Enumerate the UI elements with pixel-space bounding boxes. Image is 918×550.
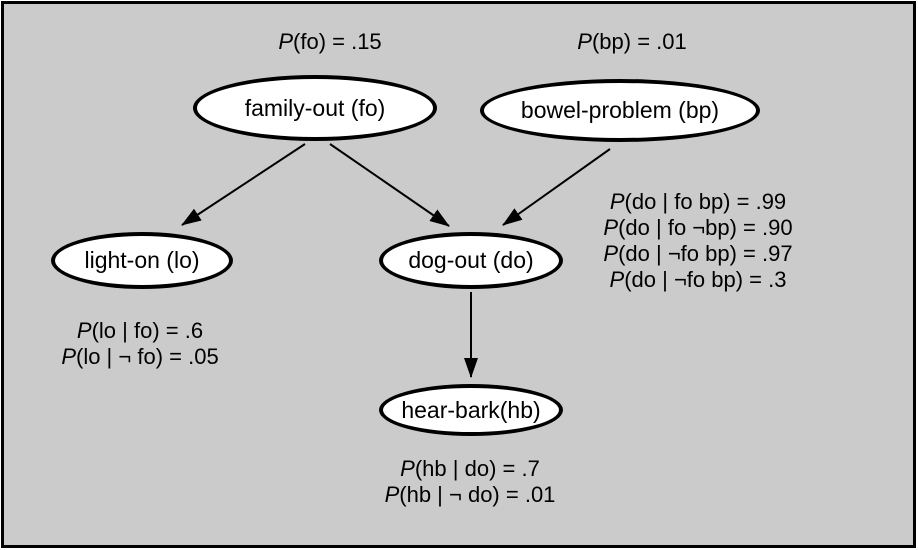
- cpt-hear-bark: P(hb | do) = .7 P(hb | ¬ do) = .01: [385, 456, 556, 508]
- node-light-on: light-on (lo): [51, 232, 233, 289]
- node-family-out-label: family-out (fo): [244, 94, 386, 121]
- cpt-dog-out-line1: P(do | fo bp) = .99: [609, 189, 787, 214]
- cpt-hear-bark-line1: P(hb | do) = .7: [400, 456, 540, 481]
- node-hear-bark: hear-bark(hb): [379, 384, 563, 436]
- cpt-dog-out-line4: P(do | ¬fo bp) = .3: [609, 267, 787, 292]
- prior-family-out: P(fo) = .15: [278, 29, 382, 54]
- node-family-out: family-out (fo): [193, 75, 437, 141]
- cpt-light-on: P(lo | fo) = .6 P(lo | ¬ fo) = .05: [61, 318, 218, 370]
- cpt-dog-out: P(do | fo bp) = .99 P(do | fo ¬bp) = .90…: [603, 189, 792, 293]
- node-bowel-problem-label: bowel-problem (bp): [520, 97, 720, 123]
- edge-family-out-to-light-on: [181, 143, 306, 226]
- node-light-on-label: light-on (lo): [84, 247, 200, 273]
- edge-bowel-problem-to-dog-out: [502, 148, 611, 226]
- cpt-dog-out-line3: P(do | ¬fo bp) = .97: [603, 241, 793, 266]
- node-dog-out-label: dog-out (do): [408, 247, 534, 273]
- cpt-light-on-line1: P(lo | fo) = .6: [76, 318, 204, 343]
- cpt-hear-bark-line2: P(hb | ¬ do) = .01: [384, 482, 556, 507]
- prior-bowel-problem: P(bp) = .01: [577, 29, 687, 54]
- node-dog-out: dog-out (do): [379, 232, 563, 289]
- node-hear-bark-label: hear-bark(hb): [401, 396, 541, 423]
- edge-family-out-to-dog-out: [329, 143, 450, 227]
- node-bowel-problem: bowel-problem (bp): [480, 79, 760, 142]
- cpt-light-on-line2: P(lo | ¬ fo) = .05: [61, 344, 219, 369]
- cpt-dog-out-line2: P(do | fo ¬bp) = .90: [603, 215, 793, 240]
